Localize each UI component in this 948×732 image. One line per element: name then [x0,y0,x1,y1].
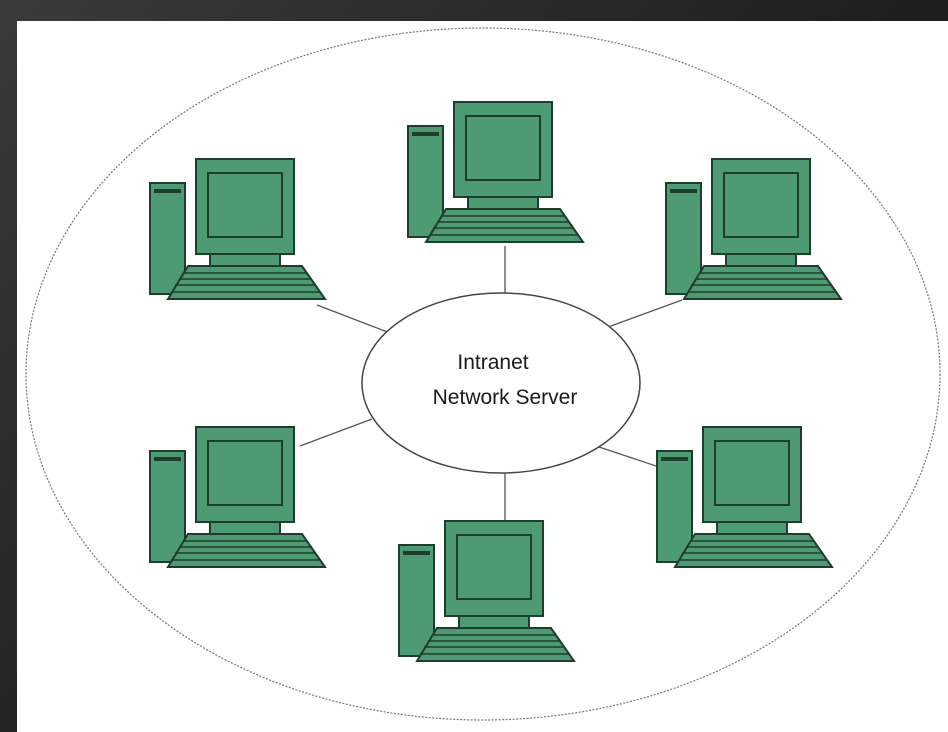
desktop-computer-icon [407,101,584,243]
desktop-computer-icon [149,158,326,300]
network-boundary [25,27,941,721]
diagram-canvas: Intranet Network Server [17,21,948,732]
server-label-line2: Network Server [433,386,578,409]
desktop-computer-icon [665,158,842,300]
link-bottom-left [299,418,373,447]
server-label-line1: Intranet [457,351,528,374]
link-top-left [316,304,391,334]
link-top-right [599,299,683,331]
network-diagram: Intranet Network Server [25,27,941,721]
server-ellipse [361,292,641,474]
desktop-computer-icon [656,426,833,568]
desktop-computer-icon [398,520,575,662]
desktop-computer-icon [149,426,326,568]
server-node: Intranet Network Server [361,292,641,474]
